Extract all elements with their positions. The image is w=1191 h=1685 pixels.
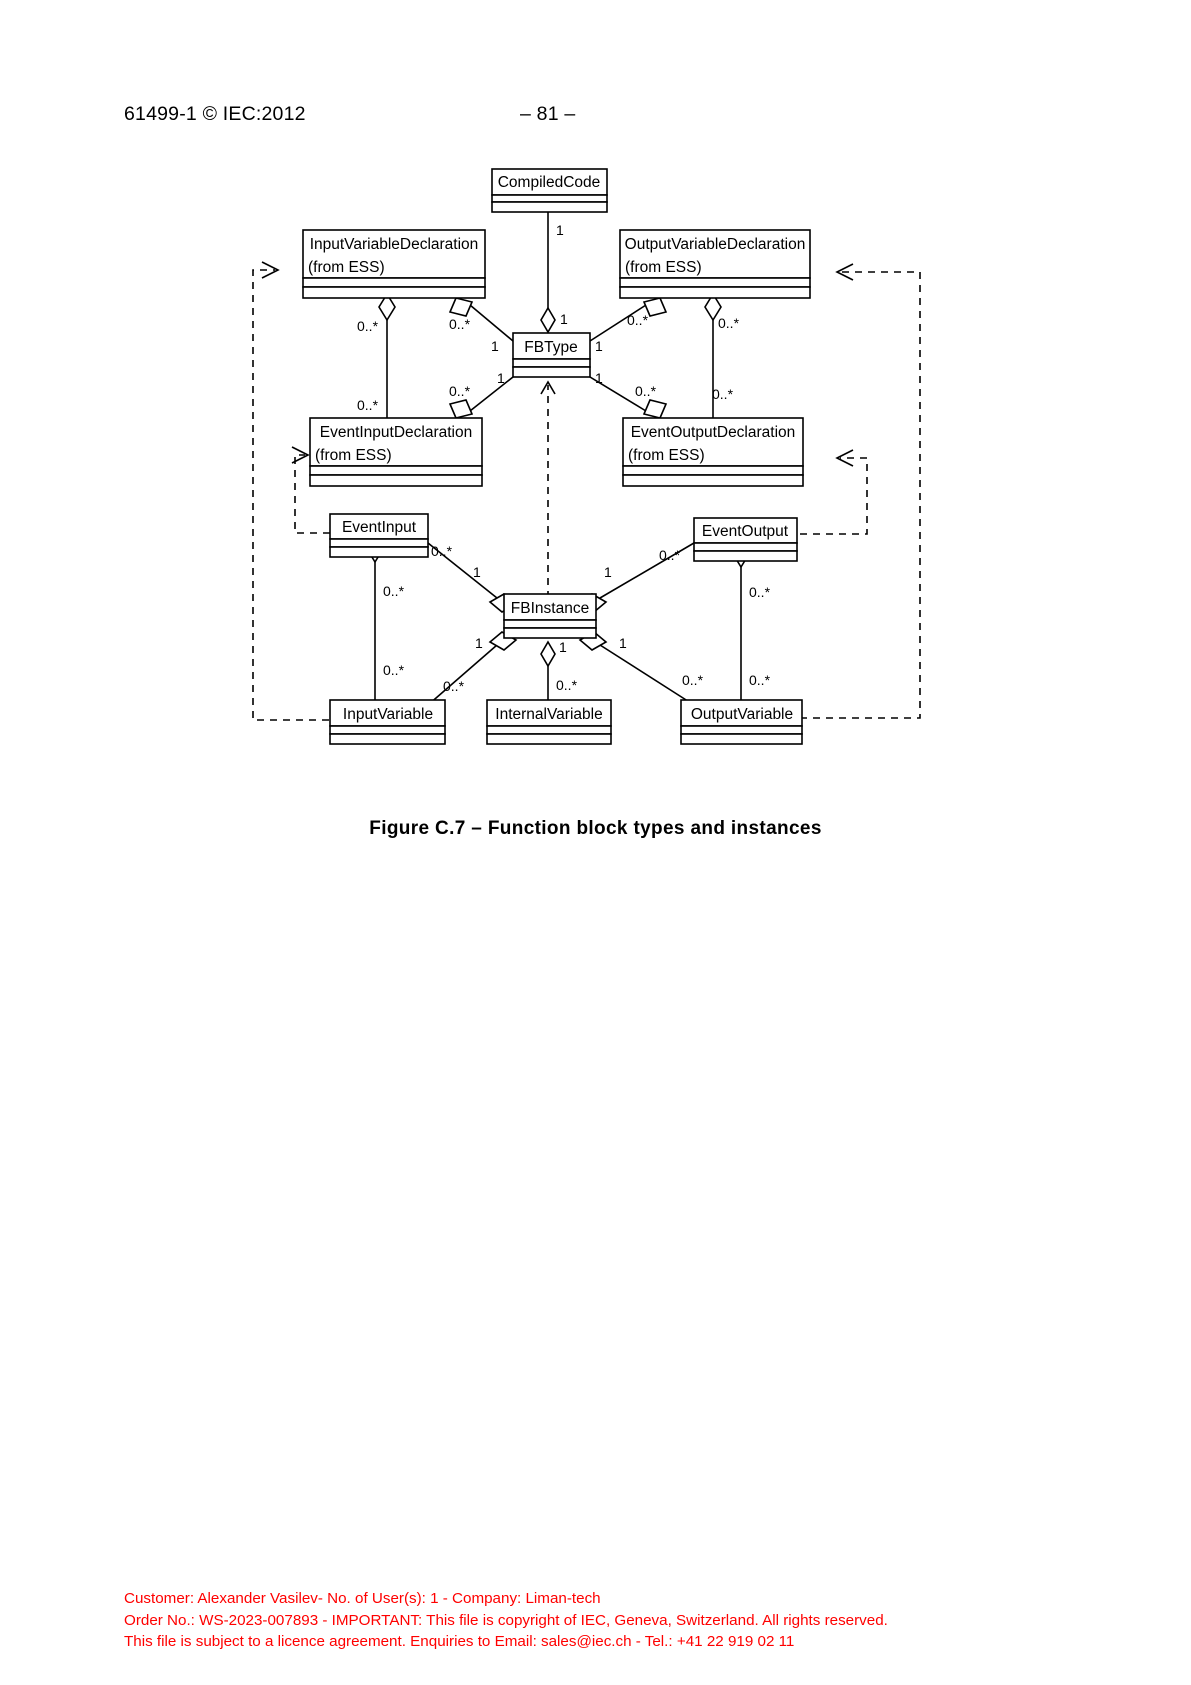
mult-fbtype-ivd-one: 1 (491, 338, 499, 354)
edge-eventinput-fbinstance (427, 542, 498, 599)
class-box-eventoutputdeclaration[interactable]: EventOutputDeclaration (from ESS) (622, 417, 804, 487)
mult-fbinstance-outputvariable-one: 1 (619, 635, 627, 651)
edge-inputvariable-fbinstance (427, 644, 498, 706)
mult-fbtype-eid-one: 1 (497, 370, 505, 386)
diamond-ovd-fbtype (642, 297, 668, 317)
arrowhead-eventinputdeclaration (291, 446, 310, 464)
class-from-eventinputdeclaration: (from ESS) (315, 447, 392, 464)
mult-ovd-fbtype-many: 0..* (627, 312, 649, 328)
mult-eod-fbtype-many: 0..* (635, 383, 657, 399)
class-name-compiledcode: CompiledCode (498, 174, 601, 191)
mult-eventoutput-column-many: 0..* (749, 584, 771, 600)
association-edges (374, 208, 742, 706)
mult-compiledcode-fbtype-top: 1 (556, 222, 564, 238)
class-box-outputvariable[interactable]: OutputVariable (680, 699, 803, 745)
mult-eventinput-column-many: 0..* (383, 583, 405, 599)
dep-inputvariable-to-inputvariabledeclaration (252, 269, 355, 721)
class-from-inputvariabledeclaration: (from ESS) (308, 259, 385, 276)
class-from-outputvariabledeclaration: (from ESS) (625, 259, 702, 276)
aggregation-diamonds (366, 292, 750, 668)
diamond-fbinstance-internalvariable (540, 640, 556, 668)
licence-line-contact: This file is subject to a licence agreem… (124, 1633, 795, 1650)
mult-fbinstance-inputvariable-one: 1 (475, 635, 483, 651)
mult-eventinput-fbinstance-many: 0..* (431, 543, 453, 559)
edge-ivd-fbtype (469, 304, 514, 342)
mult-inputvariable-column-many: 0..* (383, 662, 405, 678)
page-number: – 81 – (520, 103, 576, 125)
diamond-eid-fbtype (448, 399, 474, 419)
edge-eventoutput-fbinstance (599, 542, 695, 599)
mult-fbinstance-eventoutput-one: 1 (604, 564, 612, 580)
page-header: 61499-1 © IEC:2012 – 81 – (124, 103, 1067, 127)
mult-fbinstance-eventinput-one: 1 (473, 564, 481, 580)
class-name-inputvariabledeclaration: InputVariableDeclaration (310, 236, 479, 253)
class-box-eventinputdeclaration[interactable]: EventInputDeclaration (from ESS) (309, 417, 483, 487)
licence-line-customer: Customer: Alexander Vasilev- No. of User… (124, 1590, 601, 1607)
class-box-outputvariabledeclaration[interactable]: OutputVariableDeclaration (from ESS) (619, 229, 811, 299)
diamond-ivd-fbtype (448, 297, 474, 317)
class-name-eventinput: EventInput (342, 519, 417, 536)
dep-eventoutput-to-eventoutputdeclaration (800, 457, 868, 535)
class-box-inputvariable[interactable]: InputVariable (329, 699, 446, 745)
licence-line-order: Order No.: WS-2023-007893 - IMPORTANT: T… (124, 1611, 888, 1629)
arrowhead-outputvariabledeclaration (835, 263, 854, 281)
mult-ivd-fbtype-many: 0..* (449, 316, 471, 332)
mult-fbtype-ovd-one: 1 (595, 338, 603, 354)
arrowhead-eventoutputdeclaration (835, 449, 854, 467)
mult-eventoutput-fbinstance-many: 0..* (659, 547, 681, 563)
mult-ovd-column-many: 0..* (718, 315, 740, 331)
class-box-fbtype[interactable]: FBType (512, 332, 591, 378)
class-box-inputvariabledeclaration[interactable]: InputVariableDeclaration (from ESS) (302, 229, 486, 299)
diamond-ovd-column (704, 292, 722, 322)
class-boxes: CompiledCode InputVariableDeclaration (f… (302, 168, 811, 745)
figure-c7: CompiledCode InputVariableDeclaration (f… (252, 168, 921, 839)
diamond-eod-fbtype (642, 399, 668, 419)
arrowhead-fbtype-realization (540, 380, 556, 395)
edge-ovd-fbtype (589, 304, 647, 342)
dependency-edges (252, 269, 921, 721)
mult-fbinstance-internalvariable-one: 1 (559, 639, 567, 655)
multiplicity-labels: 1 1 0..* 0..* 0..* 0..* 1 1 1 1 0..* 0..… (357, 222, 771, 694)
class-name-inputvariable: InputVariable (343, 706, 433, 723)
header-standard-ref: 61499-1 © IEC:2012 (124, 103, 306, 125)
mult-outputvariable-column-many: 0..* (749, 672, 771, 688)
class-box-compiledcode[interactable]: CompiledCode (491, 168, 608, 213)
mult-eid-fbtype-many: 0..* (449, 383, 471, 399)
mult-ivd-column-many: 0..* (357, 318, 379, 334)
class-from-eventoutputdeclaration: (from ESS) (628, 447, 705, 464)
class-box-fbinstance[interactable]: FBInstance (503, 593, 597, 639)
mult-eod-column-many: 0..* (712, 386, 734, 402)
mult-outputvariable-fbinstance-many: 0..* (682, 672, 704, 688)
class-name-outputvariabledeclaration: OutputVariableDeclaration (625, 236, 806, 253)
diamond-ivd-column (378, 292, 396, 322)
edge-outputvariable-fbinstance (599, 644, 695, 706)
mult-eid-column-many: 0..* (357, 397, 379, 413)
class-name-outputvariable: OutputVariable (691, 706, 793, 723)
mult-internalvariable-many: 0..* (556, 677, 578, 693)
figure-caption: Figure C.7 – Function block types and in… (369, 818, 822, 839)
dep-outputvariable-to-outputvariabledeclaration (800, 271, 921, 719)
mult-compiledcode-fbtype-bottom: 1 (560, 311, 568, 327)
class-box-eventinput[interactable]: EventInput (329, 513, 429, 558)
licence-footer: Customer: Alexander Vasilev- No. of User… (124, 1588, 888, 1653)
class-name-eventinputdeclaration: EventInputDeclaration (320, 424, 473, 441)
mult-fbtype-eod-one: 1 (595, 370, 603, 386)
mult-inputvariable-fbinstance-many: 0..* (443, 678, 465, 694)
dependency-arrowheads (261, 261, 854, 467)
class-box-eventoutput[interactable]: EventOutput (693, 517, 798, 562)
class-name-eventoutputdeclaration: EventOutputDeclaration (631, 424, 796, 441)
edge-eid-fbtype (469, 376, 514, 412)
class-name-fbinstance: FBInstance (511, 600, 589, 617)
class-name-eventoutput: EventOutput (702, 523, 789, 540)
class-name-fbtype: FBType (524, 339, 577, 356)
edge-eod-fbtype (589, 376, 647, 412)
dep-eventinput-to-eventinputdeclaration (294, 454, 330, 534)
arrowhead-inputvariabledeclaration (261, 261, 280, 279)
diamond-fbtype-compiledcode (540, 306, 556, 334)
class-name-internalvariable: InternalVariable (495, 706, 602, 723)
uml-class-diagram: CompiledCode InputVariableDeclaration (f… (252, 168, 921, 745)
class-box-internalvariable[interactable]: InternalVariable (486, 699, 612, 745)
